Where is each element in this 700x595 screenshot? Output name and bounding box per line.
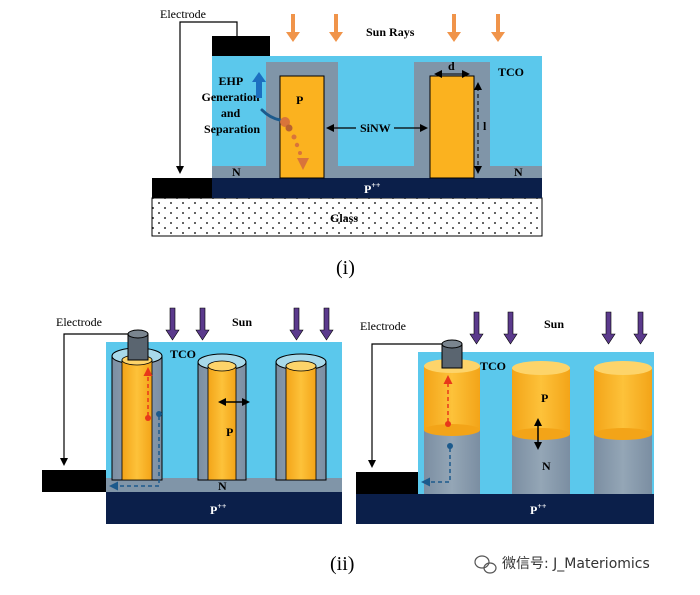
hole-arrow-icon xyxy=(252,72,266,98)
electrode-label: Electrode xyxy=(160,7,206,21)
carrier-dots xyxy=(260,108,309,170)
n-label: N xyxy=(218,479,227,493)
glass-label: Glass xyxy=(330,211,358,225)
sun-ray-arrow xyxy=(329,14,343,42)
ehp-label: EHP Generation and Separation xyxy=(202,74,263,136)
sinw-label: SiNW xyxy=(360,121,391,135)
d-label: d xyxy=(448,59,455,73)
electron-path-arrow xyxy=(109,416,160,491)
sun-arrow xyxy=(195,307,210,341)
sun-arrow xyxy=(289,307,304,341)
panel-ii-right: P++ TCO P N Sun xyxy=(356,311,654,524)
panel-ii-left: P++ N TCO P Sun xyxy=(42,307,342,524)
nanowire-cylinder xyxy=(594,361,652,494)
nanowire-cylinder xyxy=(111,347,163,481)
bottom-electrode xyxy=(42,470,106,492)
n-label-left: N xyxy=(232,165,241,179)
electron-path-arrow xyxy=(421,448,451,487)
sun-label: Sun xyxy=(232,315,252,329)
p-plus-plus-label: P++ xyxy=(530,502,547,517)
sun-ray-arrow xyxy=(286,14,300,42)
sun-arrow xyxy=(319,307,334,341)
sun-arrows xyxy=(165,307,334,341)
sun-ray-arrow xyxy=(447,14,461,42)
watermark: 微信号: J_Materiomics xyxy=(474,555,650,574)
p-plus-plus-layer xyxy=(212,178,542,198)
electrode-wire xyxy=(368,343,442,468)
sun-arrow xyxy=(601,311,616,345)
glass-substrate xyxy=(151,197,543,237)
n-label: N xyxy=(542,459,551,473)
tco-layer xyxy=(212,56,542,178)
watermark-text: 微信号: J_Materiomics xyxy=(502,556,650,572)
sun-arrow xyxy=(165,307,180,341)
bottom-electrode xyxy=(356,472,418,494)
hole-dot xyxy=(145,415,151,421)
n-label-right: N xyxy=(514,165,523,179)
sun-rays-label: Sun Rays xyxy=(366,25,415,39)
bottom-electrode xyxy=(152,178,212,198)
top-electrode xyxy=(212,36,270,56)
p-core-right xyxy=(429,75,475,179)
electrode-label: Electrode xyxy=(360,319,406,333)
nanowire-cylinder xyxy=(197,353,247,481)
sun-arrow xyxy=(503,311,518,345)
sun-arrows xyxy=(469,311,648,345)
nanowire-cylinder xyxy=(512,361,570,494)
sun-label: Sun xyxy=(544,317,564,331)
electrode-label: Electrode xyxy=(56,315,102,329)
tco-label: TCO xyxy=(498,65,524,79)
p-plus-plus-layer xyxy=(356,494,654,524)
p-label: P xyxy=(541,391,548,405)
electron-dot xyxy=(156,411,162,417)
sun-arrow xyxy=(633,311,648,345)
electron-dot xyxy=(447,443,453,449)
wechat-icon xyxy=(474,555,497,574)
p-label: P xyxy=(296,93,303,107)
sun-ray-arrow xyxy=(491,14,505,42)
electrode-wire xyxy=(60,333,128,466)
tco-label: TCO xyxy=(480,359,506,373)
n-layer xyxy=(106,478,342,492)
caption-ii: (ii) xyxy=(330,553,354,575)
sun-ray-arrows xyxy=(286,14,505,42)
nanowire-cylinder xyxy=(275,353,327,481)
sun-arrow xyxy=(469,311,484,345)
tco-label: TCO xyxy=(170,347,196,361)
p-label: P xyxy=(226,425,233,439)
panel-i: Glass P++ TCO N N P Electrode Sun Rays xyxy=(151,7,543,237)
p-plus-plus-layer xyxy=(106,492,342,524)
l-label: l xyxy=(483,119,487,133)
p-plus-plus-label: P++ xyxy=(364,181,381,196)
p-plus-plus-label: P++ xyxy=(210,502,227,517)
electrode-wire xyxy=(176,21,238,174)
caption-i: (i) xyxy=(336,257,355,279)
nanowire-cylinder xyxy=(424,359,480,494)
top-electrode xyxy=(441,339,463,369)
hole-dot xyxy=(445,421,451,427)
top-electrode xyxy=(127,329,149,361)
